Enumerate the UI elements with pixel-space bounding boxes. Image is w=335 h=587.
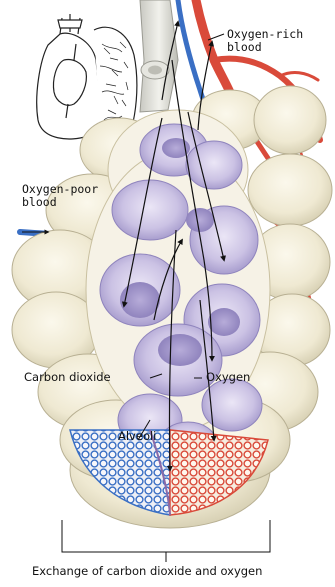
label-oxygen-rich-line2: blood: [227, 41, 303, 54]
label-oxygen-poor-blood: Oxygen-poor blood: [22, 183, 98, 209]
label-oxygen-poor-line2: blood: [22, 196, 98, 209]
caption-exchange: Exchange of carbon dioxide and oxygen: [32, 565, 262, 578]
label-oxygen: Oxygen: [206, 371, 250, 384]
label-oxygen-rich-blood: Oxygen-rich blood: [227, 28, 303, 54]
label-alveoli: Alveoli: [118, 430, 156, 443]
label-carbon-dioxide: Carbon dioxide: [24, 371, 111, 384]
bronchiole-tube: [140, 0, 178, 112]
